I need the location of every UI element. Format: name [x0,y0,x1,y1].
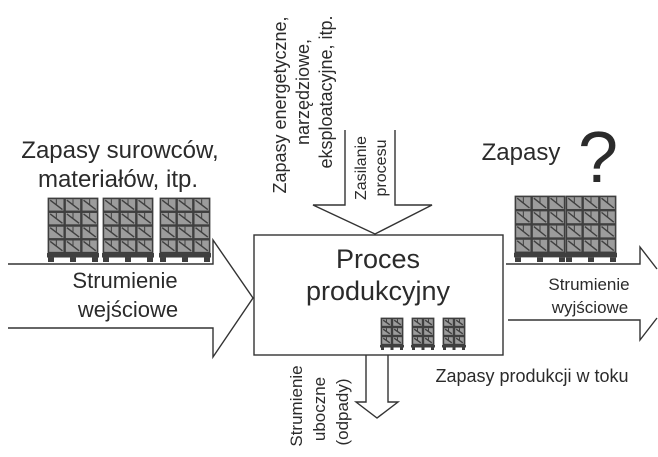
process-feed-label: Zasilanie procesu [353,136,390,200]
wip-label: Zapasy produkcji w toku [435,366,628,386]
pallet-leg [462,347,465,350]
crate-strap [49,213,63,224]
side-stream-arrow [353,355,401,419]
side-stream-label: Strumienie uboczne (odpady) [287,365,352,446]
crate-strap [66,213,80,224]
crate-strap [178,213,192,224]
supplies-label-line2: narzędziowe, [293,39,313,145]
crate-strap [516,240,530,252]
pallet-stack [47,197,99,262]
crate-strap [567,240,581,252]
pallet-stack [159,197,211,262]
pallet-board [159,253,211,258]
raw-materials-label: Zapasy surowców, materiałów, itp. [21,137,218,193]
output-stock-label: Zapasy [482,139,561,166]
process-label: Proces produkcyjny [306,244,451,306]
pallet-leg [147,257,153,262]
crate-strap [83,213,97,224]
process-feed-label-line2: procesu [373,140,390,197]
output-stream-arrow-top [506,244,658,270]
pallet-stack [442,317,466,350]
process-label-line1: Proces [336,244,420,274]
output-stream-label-line2: wyjściowe [551,298,629,317]
pallet-leg [443,347,446,350]
pallet-leg [412,347,415,350]
pallet-leg [400,347,403,350]
crate-strap [138,213,152,224]
output-pallets [514,195,617,262]
pallet-stack [102,197,154,262]
crate-strap [104,213,118,224]
crate-strap [601,240,615,252]
side-stream-label-line3: (odpady) [333,378,352,445]
input-stream-arrow [8,237,254,360]
pallet-leg [431,347,434,350]
pallet-leg [566,257,572,262]
pallet-leg [452,347,456,350]
raw-materials-label-line2: materiałów, itp. [38,166,198,193]
input-stream-label-line2: wejściowe [77,297,178,322]
supplies-label-line3: eksploatacyjne, itp. [316,15,336,168]
crate-strap [195,213,209,224]
pallet-leg [610,257,616,262]
raw-materials-label-line1: Zapasy surowców, [21,137,218,164]
pallet-leg [588,257,594,262]
pallet-leg [559,257,565,262]
question-mark: ? [578,118,618,198]
pallet-leg [92,257,98,262]
pallet-stack [565,195,617,262]
crate-strap [584,240,598,252]
crate-strap [121,213,135,224]
process-label-line2: produkcyjny [306,276,451,306]
supplies-label: Zapasy energetyczne, narzędziowe, eksplo… [270,15,336,193]
pallet-board [47,253,99,258]
pallet-leg [537,257,543,262]
pallet-board [411,345,435,348]
side-stream-label-line1: Strumienie [287,365,306,446]
raw-material-pallets [47,197,211,262]
pallet-leg [515,257,521,262]
pallet-board [565,252,617,258]
pallet-leg [390,347,394,350]
pallet-board [102,253,154,258]
pallet-leg [125,257,131,262]
pallet-leg [160,257,166,262]
output-stream-label-line1: Strumienie [548,275,629,294]
process-feed-label-line1: Zasilanie [353,136,370,200]
pallet-stack [514,195,566,262]
supplies-label-line1: Zapasy energetyczne, [270,16,290,193]
crate-strap [550,240,564,252]
pallet-board [380,345,404,348]
pallet-leg [48,257,54,262]
pallet-leg [182,257,188,262]
pallet-leg [103,257,109,262]
process-feed-arrow [312,130,433,235]
pallet-leg [204,257,210,262]
pallet-stack [380,317,404,350]
input-stream-label: Strumienie wejściowe [72,268,178,322]
crate-strap [161,213,175,224]
side-stream-label-line2: uboczne [310,377,329,441]
pallet-leg [70,257,76,262]
crate-strap [533,240,547,252]
output-stream-arrow-bottom [508,317,658,343]
pallet-leg [421,347,425,350]
output-stream-label: Strumienie wyjściowe [548,275,629,317]
pallet-board [514,252,566,258]
pallet-stack [411,317,435,350]
pallet-board [442,345,466,348]
pallet-leg [381,347,384,350]
input-stream-label-line1: Strumienie [72,268,177,293]
output-stream-arrow [506,244,658,343]
work-in-progress-pallets [380,317,466,350]
